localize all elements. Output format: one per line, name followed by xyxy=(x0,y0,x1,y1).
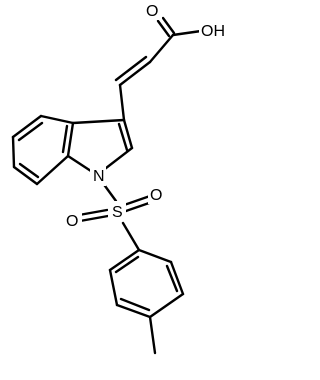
bond-s-o-right-a xyxy=(122,194,152,207)
label-bg-sulfur xyxy=(108,201,126,221)
bond-vinyl-double-a xyxy=(118,60,152,87)
bond-inner-ar3-ar4 xyxy=(119,297,151,312)
bond-c-o-double-a xyxy=(161,16,176,35)
bonds xyxy=(11,16,203,355)
bond-c3-c2 xyxy=(122,118,134,150)
carbonyl-oxygen-label: O xyxy=(146,3,158,20)
bond-c3a-c4 xyxy=(39,114,75,125)
bond-c4-c5 xyxy=(11,114,43,139)
bond-vinyl-double-b xyxy=(114,55,148,82)
bond-s-aryl xyxy=(121,221,141,252)
bond-methyl xyxy=(148,315,157,355)
bond-s-o-left-a xyxy=(77,208,109,217)
bond-ar1-ar2 xyxy=(108,248,141,272)
label-bg-hydroxyl xyxy=(199,20,231,40)
bond-c6-c7 xyxy=(12,165,39,186)
nitrogen-label: N xyxy=(93,168,105,185)
bond-ar4-ar5 xyxy=(148,292,185,319)
label-bg-sulfonyl-o-left xyxy=(64,210,82,230)
bond-ar2-ar3 xyxy=(108,268,119,307)
bond-acid-vinyl xyxy=(148,33,175,64)
sulfonyl-oxygen-left-label: O xyxy=(66,213,78,230)
bond-ar6-ar1 xyxy=(137,248,173,264)
bond-ar5-ar6 xyxy=(169,260,185,296)
bond-inner-ar1-ar2 xyxy=(114,255,140,274)
bond-c7-c7a xyxy=(35,154,70,186)
sulfonyl-oxygen-right-label: O xyxy=(150,187,162,204)
bond-vinyl-indole xyxy=(118,83,126,122)
bond-inner-ar5-ar6 xyxy=(165,264,179,293)
bond-inner-c6-c7 xyxy=(18,162,40,179)
label-bg-carbonyl-o xyxy=(144,0,162,20)
bond-inner-c4-c5 xyxy=(17,121,44,142)
bond-c-oh xyxy=(171,29,203,37)
bond-c-o-double-b xyxy=(156,19,171,38)
label-bg-nitrogen xyxy=(90,166,106,186)
bond-c3-c2-inner xyxy=(117,122,129,152)
bond-c3a-c3 xyxy=(71,118,126,125)
atom-labels: O OH N S O O xyxy=(64,0,231,230)
label-bg-sulfonyl-o-right xyxy=(148,184,166,204)
sulfur-label: S xyxy=(112,204,123,221)
bond-c5-c6 xyxy=(11,135,16,169)
bond-s-o-right-b xyxy=(124,200,154,213)
bond-inner-c7a-c3a xyxy=(61,124,69,154)
hydroxyl-label: OH xyxy=(201,23,225,40)
bond-s-o-left-b xyxy=(78,214,110,223)
bond-ar3-ar4 xyxy=(115,303,152,319)
chemical-structure-diagram: O OH N S O O xyxy=(11,0,231,355)
bond-c7a-c3a xyxy=(66,121,75,158)
